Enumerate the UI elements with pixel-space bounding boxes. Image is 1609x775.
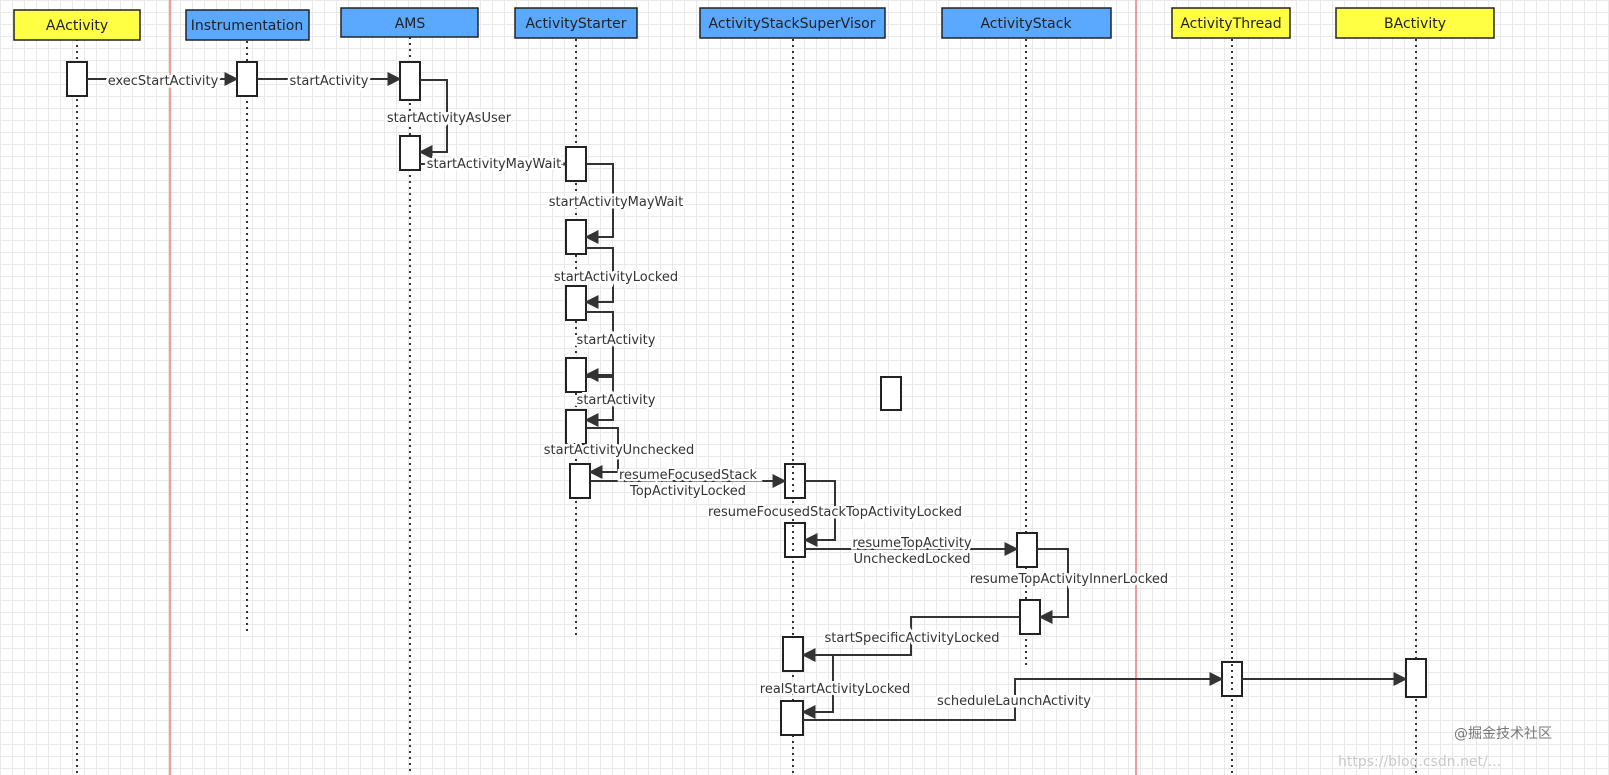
activation-box	[565, 409, 587, 445]
participant-box	[185, 9, 310, 41]
message-label: startActivityAsUser	[387, 111, 512, 126]
message-label: startActivityUnchecked	[544, 443, 695, 458]
lifelines	[76, 37, 1417, 775]
participant-box	[340, 7, 479, 38]
participant-activitystack: ActivityStack	[941, 7, 1112, 39]
message-arrow	[584, 311, 614, 382]
message-label: startActivityLocked	[554, 270, 678, 285]
activation-box	[784, 522, 806, 558]
message-label: execStartActivity	[108, 74, 219, 89]
message-label: scheduleLaunchActivity	[937, 694, 1091, 709]
participant-label: ActivityStack	[980, 16, 1072, 32]
activation-box	[569, 463, 591, 499]
message-arrow	[801, 616, 1020, 662]
message-label: startActivity	[577, 393, 656, 408]
participant-box	[1335, 7, 1495, 39]
message-labels: execStartActivity startActivity startAct…	[105, 72, 1170, 712]
watermark-brand: @掘金技术社区	[1454, 726, 1552, 742]
message-arrow	[584, 376, 614, 427]
participant-instrumentation: Instrumentation	[185, 9, 310, 41]
participant-label: BActivity	[1384, 16, 1446, 32]
watermark-url: https://blog.csdn.net/...	[1338, 754, 1501, 770]
activation-box	[1405, 658, 1427, 698]
message-label: resumeFocusedStackTopActivityLocked	[708, 505, 962, 520]
participant-activitythread: ActivityThread	[1171, 7, 1291, 39]
activation-box	[784, 463, 806, 499]
message-label: startActivity	[290, 74, 369, 89]
participant-box	[941, 7, 1112, 39]
participant-box	[13, 9, 141, 41]
message-label: resumeTopActivity	[852, 536, 972, 551]
participant-ams: AMS	[340, 7, 479, 38]
activation-box	[399, 135, 421, 171]
message-arrow	[418, 79, 448, 159]
message-label: realStartActivityLocked	[760, 682, 910, 697]
message-label: UncheckedLocked	[853, 552, 970, 567]
participant-label: ActivityStarter	[526, 16, 627, 32]
activation-box	[782, 636, 804, 672]
activation-box	[236, 61, 258, 97]
participant-label: AActivity	[46, 18, 108, 34]
participant-box	[514, 7, 638, 39]
message-arrow	[584, 247, 614, 309]
activation-box	[399, 61, 421, 101]
participant-label: ActivityThread	[1180, 16, 1281, 32]
participant-label: ActivityStackSuperVisor	[709, 16, 876, 32]
message-arrow	[584, 163, 614, 244]
message-label: resumeTopActivityInnerLocked	[970, 572, 1168, 587]
participant-box	[699, 7, 886, 39]
lifeline-overlays	[792, 466, 1233, 694]
participant-supervisor: ActivityStackSuperVisor	[699, 7, 886, 39]
participant-bactivity: BActivity	[1335, 7, 1495, 39]
message-label: startActivityMayWait	[549, 195, 683, 210]
activation-box	[565, 285, 587, 321]
activation-box	[565, 146, 587, 182]
participant-activitystarter: ActivityStarter	[514, 7, 638, 39]
watermark: https://blog.csdn.net/... @掘金技术社区	[1338, 726, 1552, 770]
participant-aactivity: AActivity	[13, 9, 141, 41]
message-arrow	[803, 480, 836, 547]
activation-box	[565, 357, 587, 393]
message-arrow	[803, 672, 1224, 721]
message-label: resumeFocusedStack	[619, 468, 758, 483]
activation-box	[780, 700, 804, 736]
activation-boxes	[66, 61, 1427, 736]
message-label: startActivity	[577, 333, 656, 348]
participant-headers: AActivity Instrumentation AMS ActivitySt…	[13, 7, 1495, 41]
message-arrow	[1037, 548, 1069, 624]
message-label: TopActivityLocked	[629, 484, 746, 499]
message-arrow	[801, 654, 834, 719]
activation-box	[1221, 661, 1243, 697]
activation-box	[565, 219, 587, 255]
message-arrow	[586, 427, 619, 479]
message-arrows	[87, 72, 1408, 721]
participant-box	[1171, 7, 1291, 39]
participant-label: Instrumentation	[191, 18, 303, 34]
activation-box	[1016, 532, 1038, 568]
message-label: startSpecificActivityLocked	[825, 631, 1000, 646]
message-label: startActivityMayWait	[427, 157, 561, 172]
activation-box	[1019, 599, 1041, 635]
activation-box	[880, 376, 902, 411]
activation-box	[66, 61, 88, 97]
participant-label: AMS	[395, 16, 426, 32]
